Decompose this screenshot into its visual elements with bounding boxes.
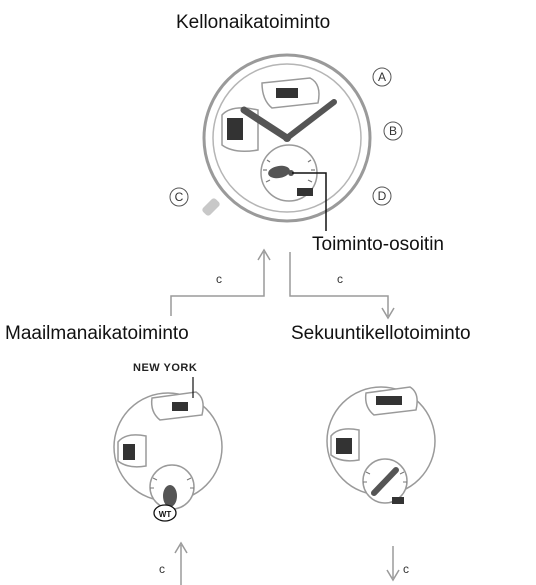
world-time-indicator-circle bbox=[153, 504, 177, 522]
button-a: A bbox=[372, 67, 392, 87]
time-mode-title: Kellonaikatoiminto bbox=[176, 12, 331, 33]
world-time-city: NEW YORK bbox=[133, 362, 197, 374]
world-time-mode-hand bbox=[163, 485, 177, 507]
arrow-bottom-right-label: c bbox=[403, 562, 409, 576]
stopwatch-mode-hand bbox=[371, 467, 399, 496]
world-time-indicator-label: WT bbox=[159, 510, 172, 519]
stopwatch-mode-title: Sekuuntikellotoiminto bbox=[291, 323, 471, 344]
arrow-up-to-time: c bbox=[170, 248, 271, 316]
button-a-letter: A bbox=[378, 70, 386, 84]
world-time-mode-title: Maailmanaikatoiminto bbox=[5, 323, 189, 344]
mode-hand bbox=[268, 165, 290, 179]
mode-indicator-window bbox=[297, 188, 313, 196]
button-d: D bbox=[372, 186, 392, 206]
hour-hand bbox=[240, 106, 291, 142]
button-c: C bbox=[169, 187, 189, 207]
button-b-letter: B bbox=[389, 124, 397, 138]
hands-pivot bbox=[283, 134, 291, 142]
world-time-watch: NEW YORK WT bbox=[113, 362, 223, 522]
minute-hand bbox=[284, 99, 337, 141]
stopwatch-watch bbox=[326, 386, 436, 504]
button-d-letter: D bbox=[378, 189, 387, 203]
button-b: B bbox=[383, 121, 403, 141]
arrow-top-left-label: c bbox=[216, 272, 222, 286]
mode-indicator-label: Toiminto-osoitin bbox=[312, 234, 444, 255]
main-watch: A B C D bbox=[169, 53, 403, 231]
left-display-digits bbox=[227, 118, 243, 140]
mode-indicator-leader bbox=[292, 172, 327, 231]
upper-display-digits bbox=[276, 88, 298, 98]
button-c-letter: C bbox=[175, 190, 184, 204]
arrow-top-right-label: c bbox=[337, 272, 343, 286]
arrow-bottom-left-label: c bbox=[159, 562, 165, 576]
arrow-up-to-world-time: c bbox=[159, 541, 188, 585]
arrow-down-to-stopwatch: c bbox=[289, 252, 395, 320]
arrow-down-from-stopwatch: c bbox=[386, 546, 409, 582]
crown-c bbox=[202, 198, 220, 216]
